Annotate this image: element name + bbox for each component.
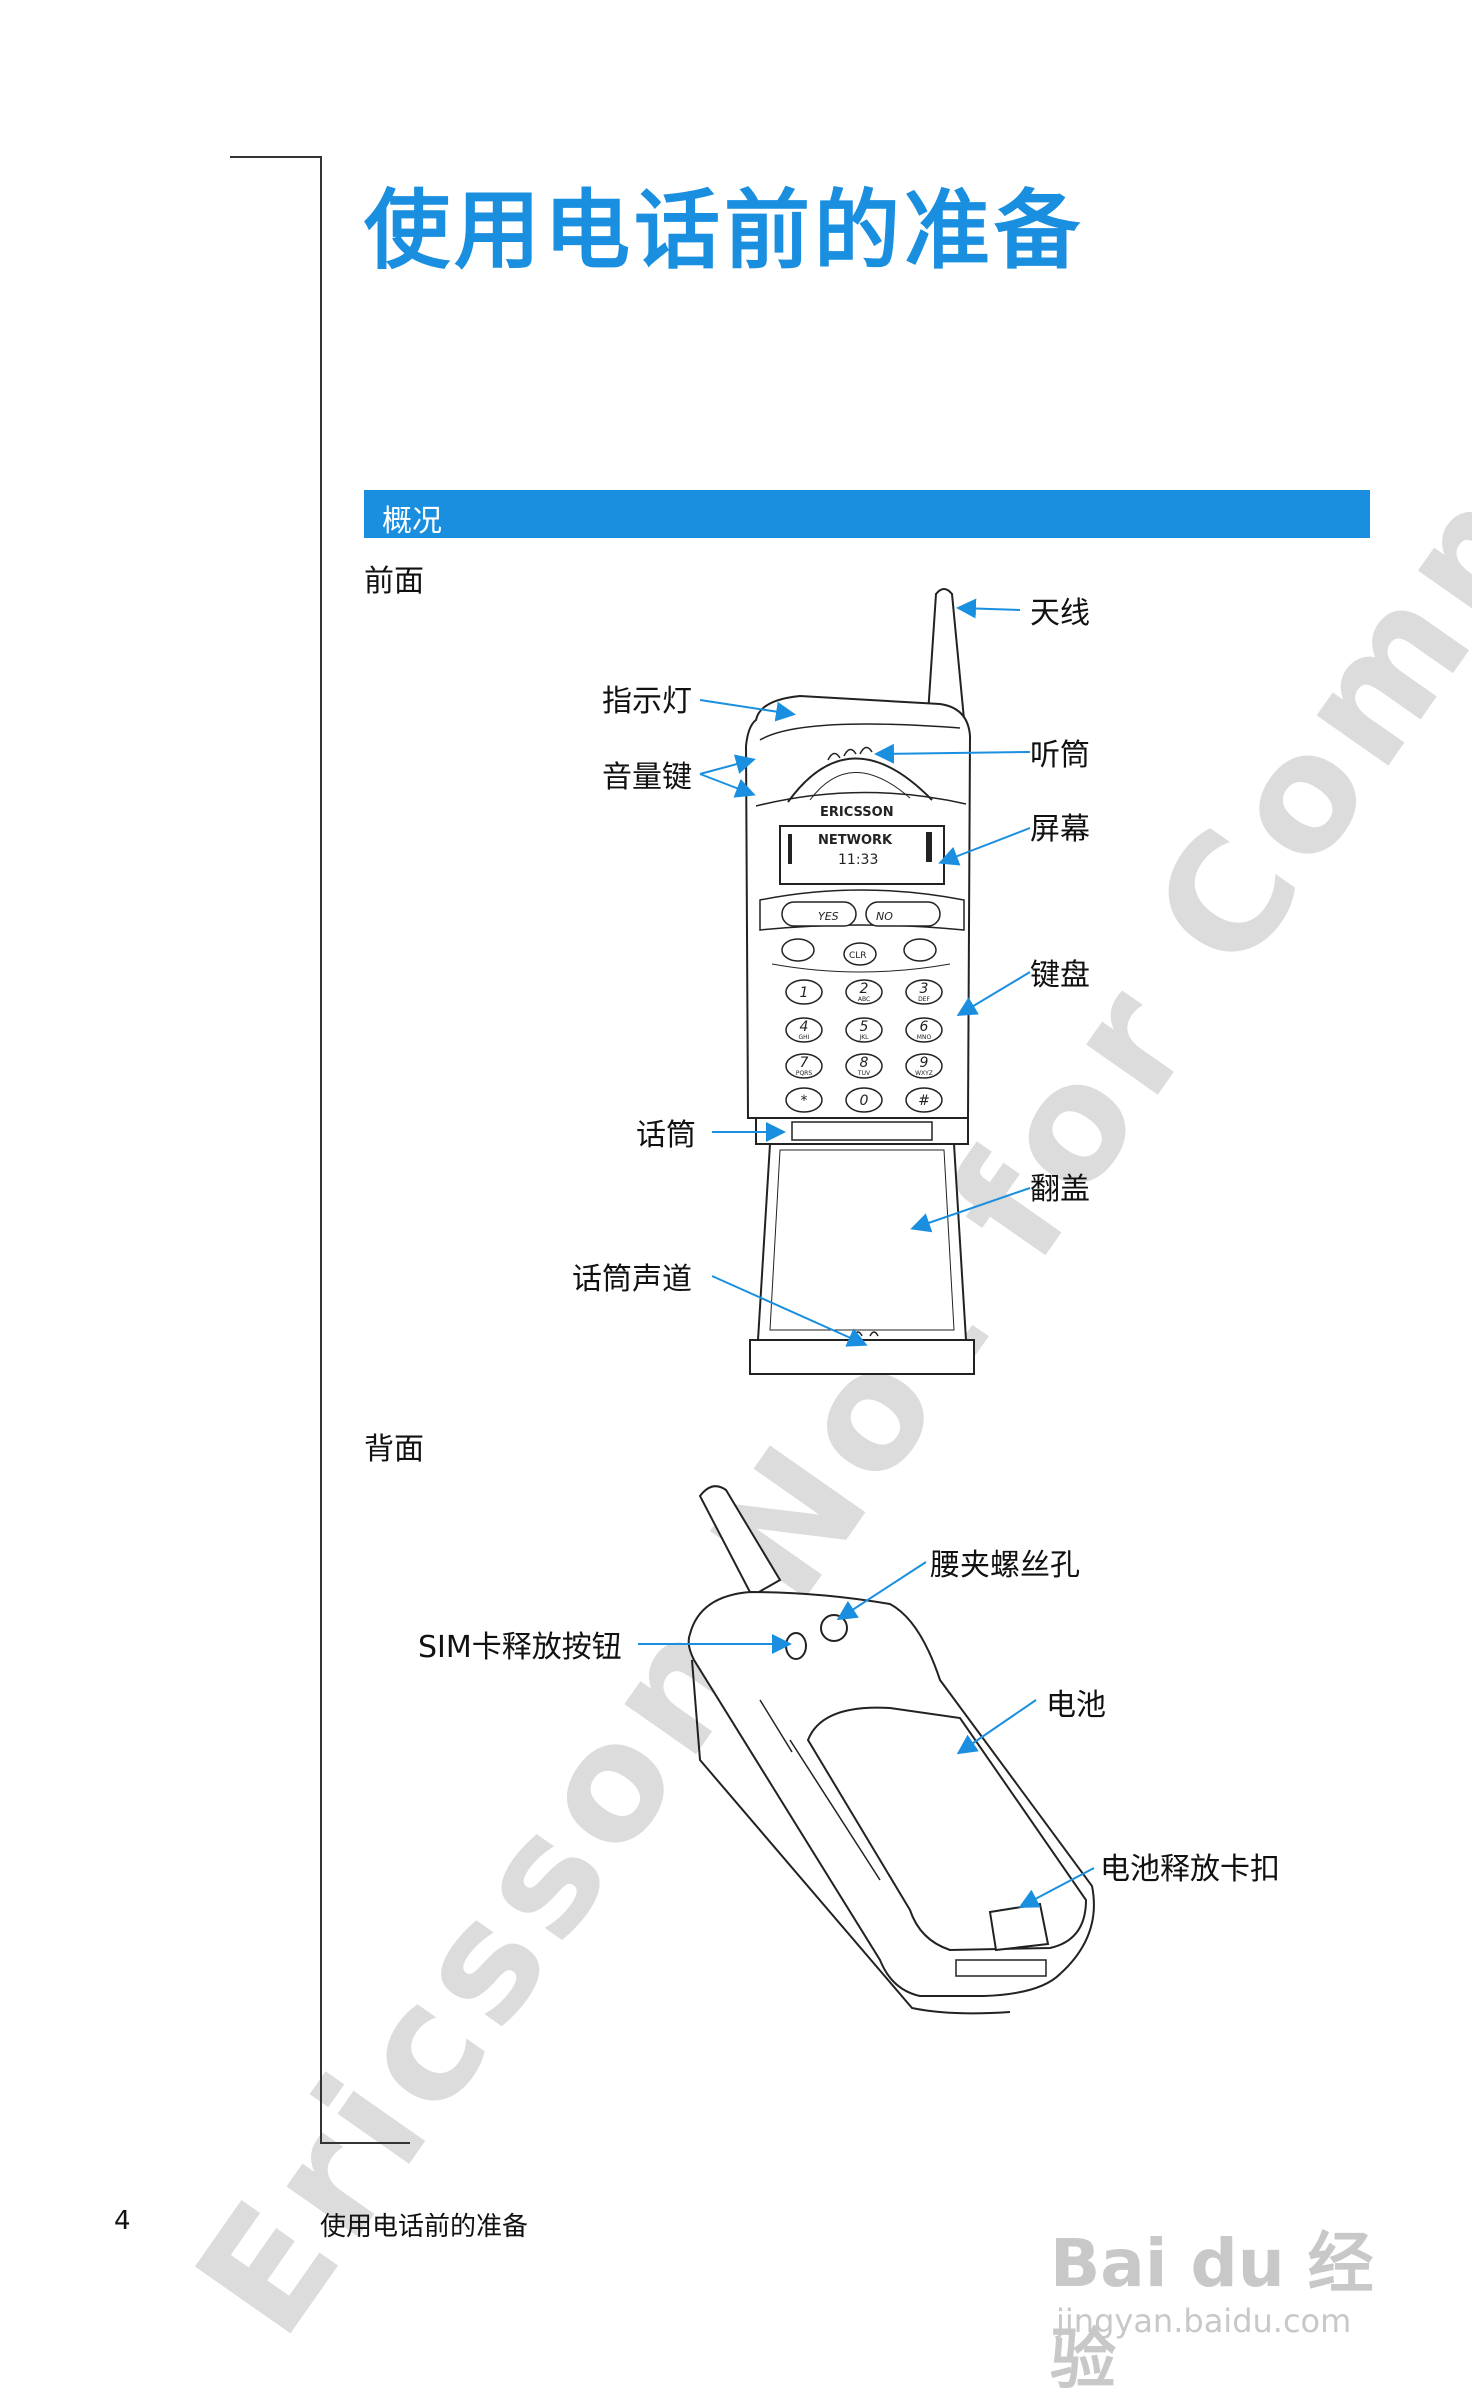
- keypad-key-digit: 0: [860, 1093, 869, 1109]
- label-battery: 电池: [1046, 1688, 1106, 1723]
- back-antenna: [698, 1485, 782, 1598]
- keypad-key-digit: 1: [800, 985, 809, 1001]
- label-indicator: 指示灯: [602, 684, 692, 719]
- antenna-shape: [926, 588, 968, 743]
- keypad-key-digit: 2: [860, 981, 869, 997]
- yes-key: [781, 901, 857, 927]
- keypad-key-digit: *: [801, 1093, 808, 1109]
- keypad-key-digit: 8: [860, 1055, 869, 1071]
- label-volume-keys: 音量键: [602, 760, 692, 795]
- label-battery-release: 电池释放卡扣: [1100, 1852, 1280, 1887]
- earpiece-dome: [787, 757, 933, 803]
- battery-latch: [988, 1902, 1050, 1952]
- keypad-key-digit: 4: [800, 1019, 809, 1035]
- battery-cover: [806, 1706, 1088, 1952]
- label-antenna: 天线: [1030, 596, 1090, 631]
- running-title: 使用电话前的准备: [320, 2212, 529, 2242]
- label-mic-channel: 话筒声道: [572, 1262, 692, 1297]
- label-screen: 屏幕: [1030, 812, 1090, 847]
- flip-bottom: [749, 1339, 975, 1375]
- keypad-key-digit: 7: [800, 1055, 809, 1071]
- front-heading: 前面: [364, 564, 424, 599]
- keypad-key-digit: #: [918, 1093, 930, 1109]
- keypad-key: *: [785, 1087, 823, 1113]
- left-arrow-key: [781, 938, 815, 962]
- no-key-label: NO: [876, 910, 893, 923]
- margin-rule-bottom: [320, 2142, 410, 2144]
- no-key: [865, 901, 941, 927]
- sim-release-button: [785, 1632, 807, 1660]
- label-belt-clip-hole: 腰夹螺丝孔: [930, 1548, 1080, 1583]
- page-title: 使用电话前的准备: [364, 181, 1084, 281]
- section-header-bar: 概况: [364, 490, 1370, 539]
- display-line-2: 11:33: [838, 852, 878, 868]
- keypad-key: 1: [785, 979, 823, 1005]
- display-line-1: NETWORK: [818, 833, 893, 848]
- clr-key: [843, 942, 877, 966]
- keypad-key-letters: PQRS: [796, 1070, 813, 1077]
- keypad-key-letters: ABC: [858, 996, 870, 1003]
- keypad-key-letters: TUV: [857, 1070, 871, 1077]
- phone-back-illustration: [687, 1485, 1095, 2015]
- section-header-label: 概况: [382, 504, 442, 539]
- yes-key-label: YES: [818, 910, 839, 923]
- keypad-key-letters: MNO: [917, 1034, 932, 1041]
- keypad-key-letters: JKL: [858, 1034, 869, 1041]
- right-arrow-key: [903, 938, 937, 962]
- clr-key-label: CLR: [849, 951, 867, 961]
- keypad-key-letters: WXYZ: [915, 1070, 933, 1077]
- baidu-jingyan-logo: Bai du 经验 jingyan.baidu.com: [1050, 2210, 1420, 2398]
- display-screen: [779, 825, 945, 885]
- keypad-key-letters: GHI: [799, 1034, 810, 1041]
- label-earpiece: 听筒: [1030, 738, 1090, 773]
- battery-level-icon: [926, 832, 932, 862]
- margin-rule-top: [230, 156, 320, 158]
- back-heading: 背面: [364, 1432, 424, 1467]
- keypad-key-digit: 3: [920, 981, 929, 997]
- label-keypad: 键盘: [1030, 958, 1090, 993]
- connector: [955, 1959, 1047, 1977]
- margin-rule-vertical: [320, 156, 322, 2144]
- keypad-key-digit: 5: [860, 1019, 869, 1035]
- belt-clip-hole: [820, 1614, 848, 1642]
- page-number: 4: [114, 2206, 131, 2236]
- keypad-key-digit: 9: [920, 1055, 929, 1071]
- label-microphone: 话筒: [636, 1118, 696, 1153]
- baidu-logo-sub: jingyan.baidu.com: [1056, 2302, 1352, 2340]
- keypad-key: 0: [845, 1087, 883, 1113]
- keypad-key: #: [905, 1087, 943, 1113]
- label-flip: 翻盖: [1030, 1172, 1090, 1207]
- brand-text: ERICSSON: [820, 805, 894, 820]
- keypad-key-letters: DEF: [918, 996, 930, 1003]
- label-sim-release: SIM卡释放按钮: [418, 1630, 622, 1665]
- keypad-key-digit: 6: [920, 1019, 929, 1035]
- microphone-slot: [791, 1121, 933, 1141]
- signal-bars-icon: [788, 834, 792, 864]
